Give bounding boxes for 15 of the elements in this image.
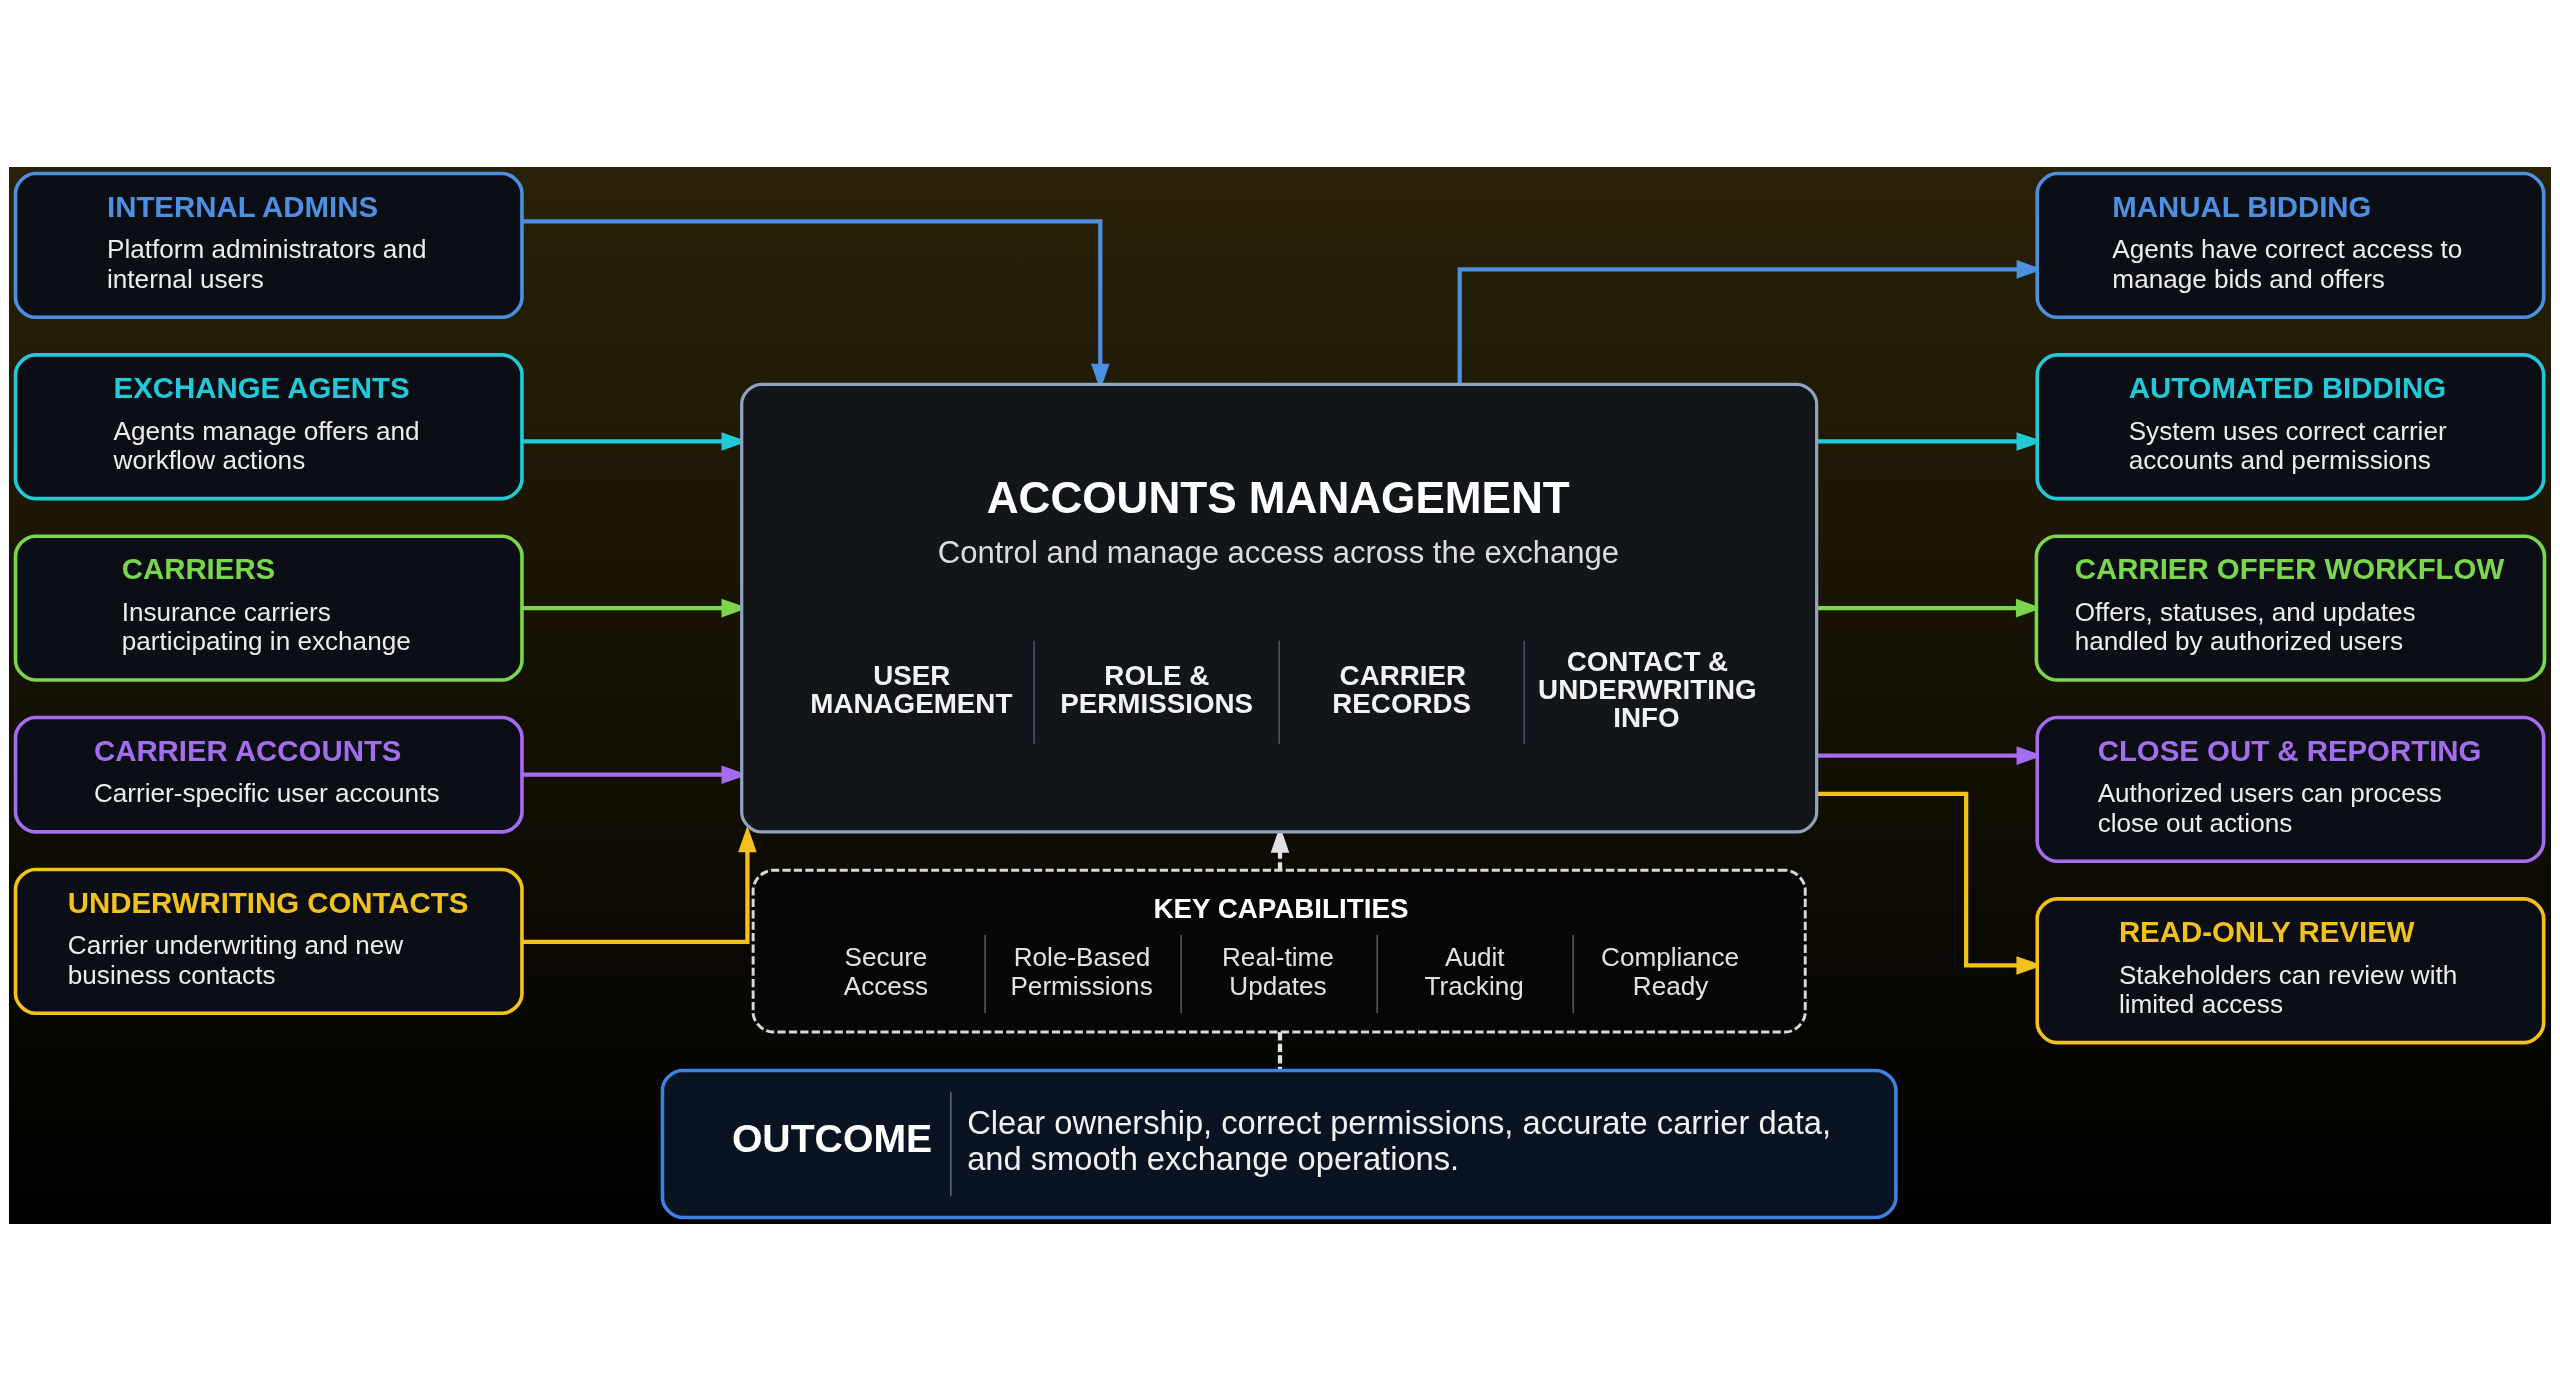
node-box: READ-ONLY REVIEW Stakeholders can review with limited access <box>2035 896 2546 1044</box>
node-box: UNDERWRITING CONTACTS Carrier underwriting and new business contacts <box>13 867 524 1015</box>
node-box: CARRIER OFFER WORKFLOW Offers, statuses, and updates handled by authorized users <box>2034 533 2547 682</box>
node-box: EXCHANGE AGENTS Agents manage offers and workflow actions <box>13 352 524 500</box>
node-box: CARRIERS Insurance carriers participating in exchange <box>13 533 524 682</box>
node-box: MANUAL BIDDING Agents have correct access to manage bids and offers <box>2035 171 2546 319</box>
node-box: AUTOMATED BIDDING System uses correct carrier accounts and permissions <box>2035 352 2546 500</box>
node-box: KEY CAPABILITIES Secure Access Role-Based Permissions Real-time Updates Audit Tracking Compliance Ready <box>751 868 1807 1033</box>
node-box: OUTCOME Clear ownership, correct permissions, accurate carrier data, and smooth exchange operations. <box>660 1068 1898 1219</box>
node-box: CLOSE OUT & REPORTING Authorized users can process close out actions <box>2035 715 2546 863</box>
node-box: ACCOUNTS MANAGEMENT Control and manage access across the exchange USER MANAGEMENT ROLE & PERMISSIONS CARRIER RECORDS CONTACT & UNDERWRITING INFO <box>740 382 1819 834</box>
arrow <box>522 825 757 944</box>
connector <box>1277 1031 1283 1070</box>
node-box: INTERNAL ADMINS Platform administrators and internal users <box>13 171 524 319</box>
node-box: CARRIER ACCOUNTS Carrier-specific user accounts <box>13 715 524 834</box>
